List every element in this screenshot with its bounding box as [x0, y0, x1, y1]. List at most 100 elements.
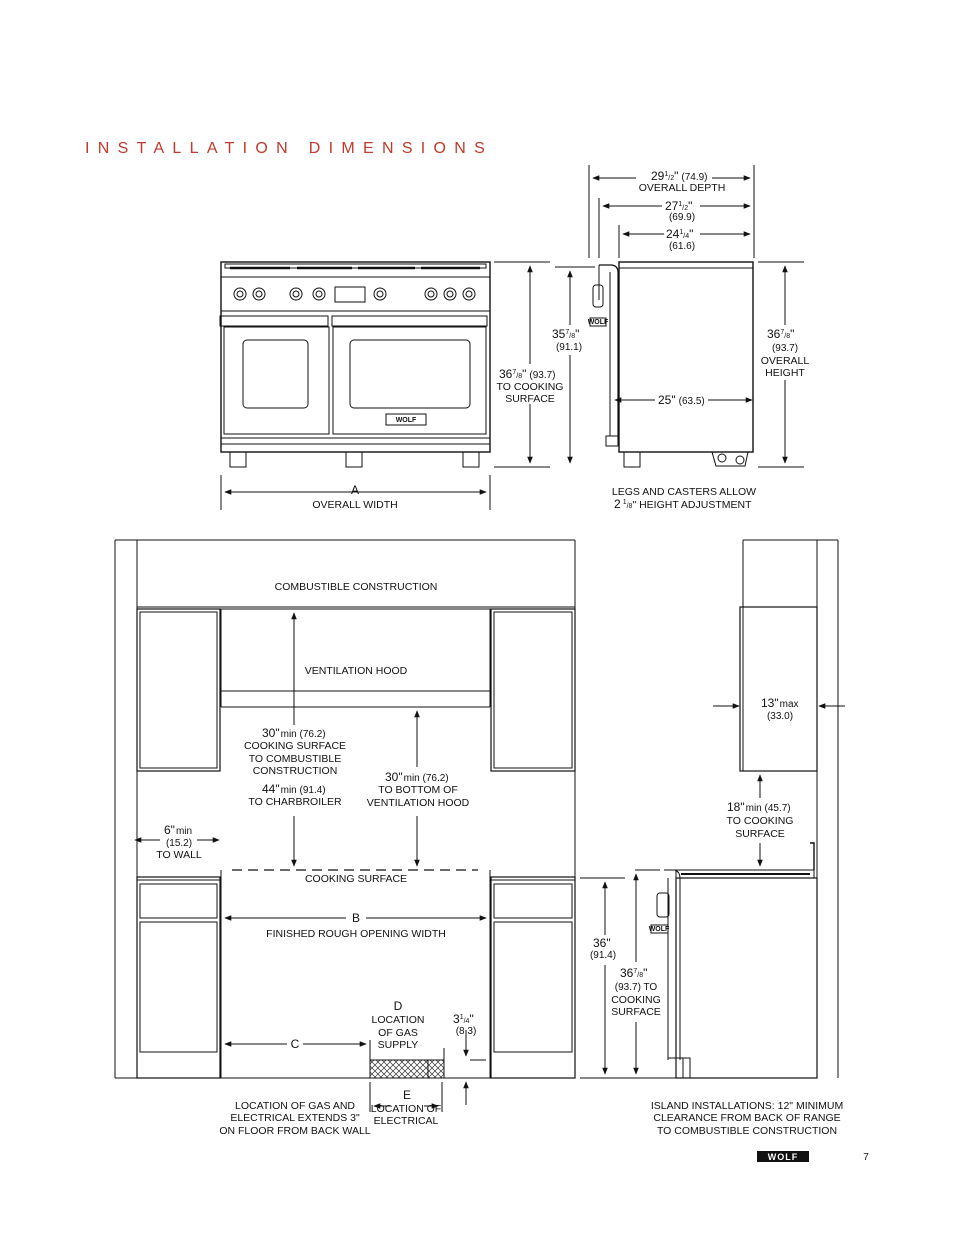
svg-text:367/8"(93.7): 367/8"(93.7)	[499, 367, 556, 381]
svg-text:367/8": 367/8"	[767, 327, 794, 341]
cooking-surface-label: COOKING SURFACE	[305, 873, 407, 885]
caster-wheel	[717, 453, 727, 463]
hood-label: VENTILATION HOOD	[305, 665, 408, 677]
svg-text:271/2": 271/2"	[665, 199, 692, 213]
dim-b-label: FINISHED ROUGH OPENING WIDTH	[266, 928, 446, 940]
wolf-badge-side	[589, 317, 607, 327]
svg-text:13"max: 13"max	[761, 696, 799, 710]
svg-text:(33.0): (33.0)	[767, 711, 793, 722]
island-note: ISLAND INSTALLATIONS: 12" MINIMUM CLEARA…	[651, 1100, 843, 1137]
svg-text:18"min (45.7): 18"min (45.7)	[727, 800, 791, 814]
svg-text:SURFACE: SURFACE	[735, 828, 785, 840]
side-installation-view	[580, 539, 845, 1079]
clearance-label: 18"min (45.7) TO COOKING SURFACE	[727, 800, 794, 840]
svg-text:ELECTRICAL EXTENDS 3": ELECTRICAL EXTENDS 3"	[230, 1112, 360, 1124]
dim-3-label: 31/4" (8.3)	[453, 1012, 476, 1037]
depth-27-label: 271/2" (69.9)	[665, 199, 695, 223]
overall-height-label: 367/8" (93.7) OVERALL HEIGHT	[761, 327, 810, 379]
svg-text:HEIGHT: HEIGHT	[765, 367, 805, 379]
svg-text:36": 36"	[593, 936, 611, 950]
svg-text:E: E	[403, 1088, 411, 1102]
svg-text:357/8": 357/8"	[552, 327, 579, 341]
svg-text:(93.7): (93.7)	[772, 343, 798, 354]
svg-text:TO COOKING: TO COOKING	[497, 381, 564, 393]
depth-25-label: 25"(63.5)	[658, 393, 705, 407]
depth-24-label: 241/4" (61.6)	[666, 227, 695, 252]
svg-text:TO COMBUSTIBLE: TO COMBUSTIBLE	[249, 753, 342, 765]
svg-text:COOKING: COOKING	[611, 994, 661, 1006]
svg-text:241/4": 241/4"	[666, 227, 693, 241]
svg-text:WOLF: WOLF	[768, 1152, 799, 1162]
dim-d-label: D LOCATION OF GAS SUPPLY	[372, 999, 425, 1051]
svg-text:(8.3): (8.3)	[456, 1026, 477, 1037]
charbroiler-label: 44"min (91.4) TO CHARBROILER	[248, 782, 342, 808]
svg-text:CONSTRUCTION: CONSTRUCTION	[253, 765, 338, 777]
svg-text:CLEARANCE FROM BACK OF RANGE: CLEARANCE FROM BACK OF RANGE	[653, 1112, 840, 1124]
page-number: 7	[863, 1152, 869, 1163]
dim-cooking-surface-label: 367/8"(93.7) TO COOKING SURFACE	[497, 367, 564, 405]
svg-text:OVERALL DEPTH: OVERALL DEPTH	[639, 182, 726, 194]
dim-35-label: 357/8" (91.1)	[552, 327, 582, 353]
counter-height-label: 36" (91.4)	[590, 936, 616, 961]
dim-b-letter: B	[352, 911, 360, 925]
leg	[229, 451, 247, 468]
wolf-badge-install-text: WOLF	[649, 926, 670, 933]
svg-text:SUPPLY: SUPPLY	[378, 1039, 419, 1051]
svg-text:(91.1): (91.1)	[556, 342, 582, 353]
wolf-badge-front	[385, 413, 427, 426]
svg-text:(15.2): (15.2)	[166, 838, 192, 849]
ventilation-hood	[220, 608, 491, 692]
gas-electrical-supply	[369, 1059, 445, 1079]
leg	[462, 451, 480, 468]
svg-text:ISLAND INSTALLATIONS: 12" MINI: ISLAND INSTALLATIONS: 12" MINIMUM	[651, 1100, 843, 1112]
svg-text:30"min (76.2): 30"min (76.2)	[385, 770, 449, 784]
side-range-body	[675, 877, 818, 1079]
svg-text:(69.9): (69.9)	[669, 212, 695, 223]
svg-text:VENTILATION HOOD: VENTILATION HOOD	[367, 797, 470, 809]
svg-text:D: D	[394, 999, 403, 1013]
svg-text:30"min (76.2): 30"min (76.2)	[262, 726, 326, 740]
svg-text:LEGS AND CASTERS ALLOW: LEGS AND CASTERS ALLOW	[612, 486, 756, 498]
page-title: INSTALLATION DIMENSIONS	[85, 140, 494, 157]
hood-depth-label: 13"max (33.0)	[761, 696, 799, 722]
svg-text:OVERALL: OVERALL	[761, 355, 810, 367]
svg-text:TO COOKING: TO COOKING	[727, 815, 794, 827]
svg-text:(91.4): (91.4)	[590, 950, 616, 961]
svg-text:LOCATION OF: LOCATION OF	[371, 1103, 441, 1115]
svg-text:6"min: 6"min	[164, 823, 192, 837]
side-leg	[623, 451, 641, 468]
front-installation-view	[114, 539, 576, 1112]
svg-text:LOCATION: LOCATION	[372, 1014, 425, 1026]
floor-note: LOCATION OF GAS AND ELECTRICAL EXTENDS 3…	[219, 1100, 370, 1137]
svg-text:367/8": 367/8"	[620, 966, 647, 980]
dim-e-label: E LOCATION OF ELECTRICAL	[371, 1088, 441, 1127]
svg-text:291/2"(74.9): 291/2"(74.9)	[651, 169, 708, 183]
combustible-label: COMBUSTIBLE CONSTRUCTION	[275, 581, 438, 593]
svg-text:ON FLOOR FROM BACK WALL: ON FLOOR FROM BACK WALL	[219, 1125, 370, 1137]
svg-text:LOCATION OF GAS AND: LOCATION OF GAS AND	[235, 1100, 355, 1112]
svg-text:COOKING SURFACE: COOKING SURFACE	[244, 740, 346, 752]
svg-text:TO CHARBROILER: TO CHARBROILER	[248, 796, 342, 808]
side-hood	[739, 606, 818, 772]
wolf-badge-text: WOLF	[396, 417, 417, 424]
leg	[345, 451, 363, 468]
dim-c-letter: C	[291, 1037, 300, 1051]
dim-a-label: OVERALL WIDTH	[312, 499, 397, 511]
svg-text:31/4": 31/4"	[453, 1012, 474, 1026]
wolf-logo: WOLF	[757, 1151, 809, 1162]
svg-text:44"min (91.4): 44"min (91.4)	[262, 782, 326, 796]
svg-text:25"(63.5): 25"(63.5)	[658, 393, 705, 407]
control-knobs	[233, 287, 476, 301]
svg-text:21/8" HEIGHT ADJUSTMENT: 21/8" HEIGHT ADJUSTMENT	[614, 497, 752, 511]
range-front-view	[219, 261, 595, 510]
svg-text:OF GAS: OF GAS	[378, 1027, 418, 1039]
svg-text:ELECTRICAL: ELECTRICAL	[374, 1115, 439, 1127]
wall-label: 6"min (15.2) TO WALL	[156, 823, 202, 861]
svg-text:TO COMBUSTIBLE CONSTRUCTION: TO COMBUSTIBLE CONSTRUCTION	[657, 1125, 837, 1137]
cooking-height-label: 367/8" (93.7) TO COOKING SURFACE	[611, 966, 661, 1018]
svg-text:TO BOTTOM OF: TO BOTTOM OF	[378, 784, 458, 796]
range-side-view	[588, 165, 804, 468]
